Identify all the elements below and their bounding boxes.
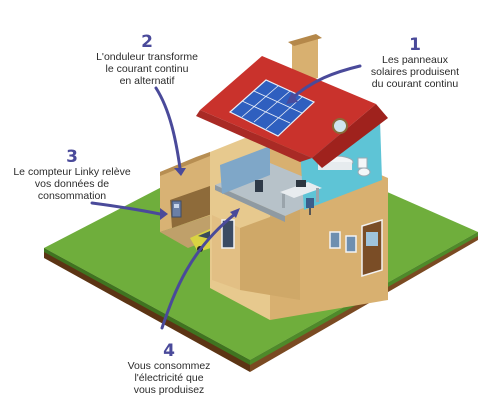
inverter-icon <box>255 180 263 192</box>
linky-meter-icon <box>171 200 182 218</box>
round-window <box>332 118 348 134</box>
step-3-line-1: Le compteur Linky relève <box>13 166 131 178</box>
step-1-line-1: Les panneaux <box>382 54 448 66</box>
step-2-line-3: en alternatif <box>119 75 175 87</box>
step-1-line-2: solaires produisent <box>370 66 460 78</box>
step-2-line-2: le courant continu <box>105 63 189 75</box>
house-walls <box>210 120 388 320</box>
arrows <box>90 64 362 330</box>
toilet-icon <box>357 157 371 177</box>
door-icon <box>361 218 383 278</box>
step-3-line-3: consommation <box>37 190 107 202</box>
step-2-annotation: 2 L'onduleur transforme le courant conti… <box>82 33 212 87</box>
step-1-annotation: 1 Les panneaux solaires produisent du co… <box>350 36 480 90</box>
step-1-number: 1 <box>409 35 421 55</box>
step-3-number: 3 <box>66 147 78 167</box>
step-1-line-3: du courant continu <box>371 78 459 90</box>
arrow-step-1 <box>288 64 362 102</box>
arrow-heads <box>160 92 298 220</box>
desk-icon <box>280 180 322 208</box>
step-3-annotation: 3 Le compteur Linky relève vos données d… <box>2 148 142 202</box>
step-2-number: 2 <box>141 32 153 52</box>
step-2-line-1: L'onduleur transforme <box>96 51 198 63</box>
arrow-step-2 <box>154 86 182 170</box>
arrow-step-4 <box>160 212 237 330</box>
window <box>221 219 357 253</box>
step-4-line-3: vous produisez <box>133 384 205 396</box>
chair-icon <box>306 198 314 215</box>
step-4-line-1: Vous consommez <box>127 360 211 372</box>
arrow-step-3 <box>90 201 162 216</box>
step-4-number: 4 <box>163 341 175 361</box>
step-3-line-2: vos données de <box>34 178 110 190</box>
step-4-annotation: 4 Vous consommez l'électricité que vous … <box>114 342 224 396</box>
step-4-line-2: l'électricité que <box>134 372 204 384</box>
